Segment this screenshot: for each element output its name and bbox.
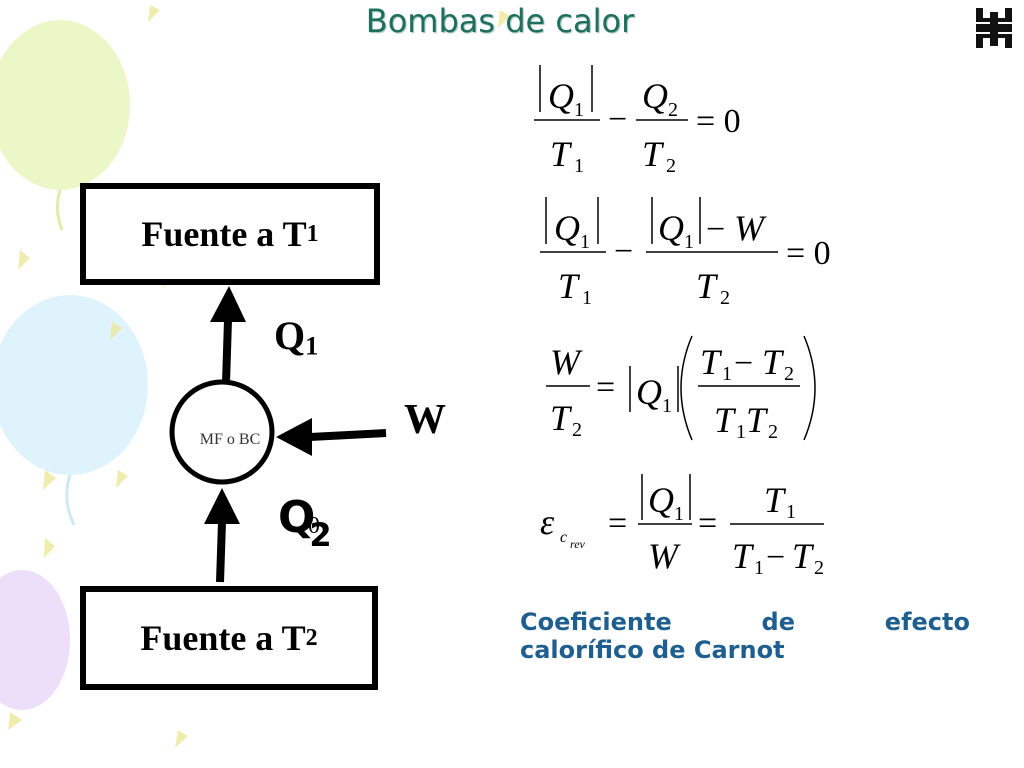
- q2-main: Q: [278, 492, 316, 543]
- svg-text:1: 1: [574, 99, 584, 121]
- svg-text:T: T: [696, 266, 719, 306]
- svg-text:ε: ε: [540, 502, 555, 542]
- svg-text:1: 1: [736, 421, 746, 443]
- work-label: W: [404, 397, 446, 443]
- svg-text:T: T: [732, 536, 755, 576]
- q2-label: Q2 0: [278, 496, 332, 554]
- q1-main: Q: [274, 313, 306, 358]
- svg-text:T: T: [642, 134, 665, 174]
- svg-text:1: 1: [754, 557, 764, 579]
- svg-text:= 0: = 0: [786, 235, 831, 272]
- svg-text:1: 1: [662, 395, 672, 417]
- svg-text:1: 1: [580, 231, 590, 253]
- utn-logo-icon: [976, 8, 1012, 48]
- svg-text:−: −: [734, 345, 753, 382]
- svg-text:Q: Q: [554, 208, 580, 248]
- source-cold-sub: 2: [305, 624, 318, 651]
- svg-text:=: =: [596, 369, 615, 406]
- machine-circle: [169, 379, 275, 485]
- svg-text:Q: Q: [548, 76, 574, 116]
- svg-text:1: 1: [574, 155, 584, 177]
- svg-text:1: 1: [786, 501, 796, 523]
- svg-text:2: 2: [720, 287, 730, 309]
- svg-text:T: T: [764, 480, 787, 520]
- svg-text:T: T: [558, 266, 581, 306]
- machine-label: MF o BC: [199, 431, 261, 448]
- arrow-q2: [204, 488, 240, 583]
- svg-text:=: =: [608, 505, 627, 542]
- svg-text:=: =: [698, 505, 717, 542]
- svg-text:2: 2: [768, 421, 778, 443]
- svg-text:1: 1: [674, 503, 684, 525]
- svg-text:−: −: [608, 101, 627, 138]
- q2-sub: 2: [309, 516, 332, 554]
- q1-sub: 1: [305, 330, 319, 361]
- caption-word-3: efecto: [884, 608, 970, 636]
- svg-text:Q: Q: [648, 480, 674, 520]
- svg-text:−: −: [614, 233, 633, 270]
- caption-word-2: de: [761, 608, 795, 636]
- svg-text:2: 2: [668, 99, 678, 121]
- svg-text:c: c: [560, 529, 567, 546]
- svg-text:2: 2: [814, 557, 824, 579]
- caption-line-2: calorífico de Carnot: [520, 636, 785, 664]
- q2-overlap: 0: [308, 513, 320, 539]
- slide-title: Bombas de calor: [365, 2, 635, 40]
- arrow-w: [276, 418, 387, 456]
- svg-text:2: 2: [784, 363, 794, 385]
- svg-text:W: W: [734, 208, 767, 248]
- source-hot-sub: 1: [306, 220, 319, 247]
- source-hot-prefix: Fuente a T: [141, 214, 307, 254]
- caption-carnot-coefficient: Coeficiente de efecto calorífico de Carn…: [520, 608, 970, 664]
- svg-text:Q: Q: [642, 76, 668, 116]
- svg-text:T: T: [746, 400, 769, 440]
- svg-text:T: T: [700, 342, 723, 382]
- svg-text:T: T: [550, 398, 573, 438]
- svg-text:2: 2: [666, 155, 676, 177]
- svg-text:−: −: [706, 211, 725, 248]
- svg-text:2: 2: [572, 419, 582, 441]
- source-cold-prefix: Fuente a T: [140, 618, 306, 658]
- svg-text:rev: rev: [570, 537, 586, 551]
- svg-text:T: T: [762, 342, 785, 382]
- svg-text:1: 1: [582, 287, 592, 309]
- caption-word-1: Coeficiente: [520, 608, 672, 636]
- svg-text:1: 1: [722, 363, 732, 385]
- svg-text:T: T: [714, 400, 737, 440]
- svg-text:Q: Q: [636, 372, 662, 412]
- q1-label: Q1: [274, 312, 318, 361]
- arrow-q1: [210, 286, 246, 384]
- caption-line-1: Coeficiente de efecto: [520, 608, 970, 636]
- balloon-violet: [0, 570, 70, 710]
- svg-text:T: T: [550, 134, 573, 174]
- svg-text:= 0: = 0: [696, 103, 741, 140]
- svg-text:1: 1: [684, 231, 694, 253]
- balloon-green: [0, 20, 130, 231]
- svg-text:W: W: [550, 342, 583, 382]
- svg-text:W: W: [648, 536, 681, 576]
- balloon-blue: [0, 295, 148, 526]
- svg-text:T: T: [792, 536, 815, 576]
- svg-text:Q: Q: [658, 208, 684, 248]
- svg-text:−: −: [766, 539, 785, 576]
